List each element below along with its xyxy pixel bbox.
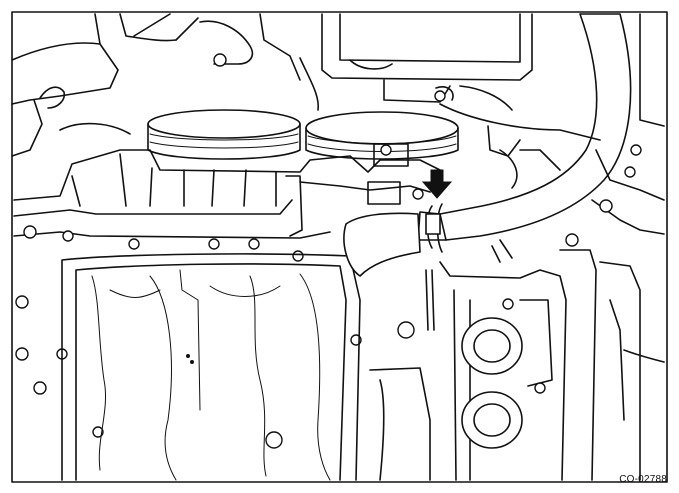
right-components [439,13,665,481]
idler-pulleys [147,109,459,160]
top-center-pulley [299,13,533,111]
down-arrow-icon [421,169,453,199]
timing-housing [369,261,567,481]
engine-block [13,143,579,449]
figure-code: CO-02788 [619,474,667,485]
top-left-components [11,13,301,157]
frame-border [11,11,668,483]
left-cover-panel [61,253,361,481]
coolant-hose [343,13,632,277]
